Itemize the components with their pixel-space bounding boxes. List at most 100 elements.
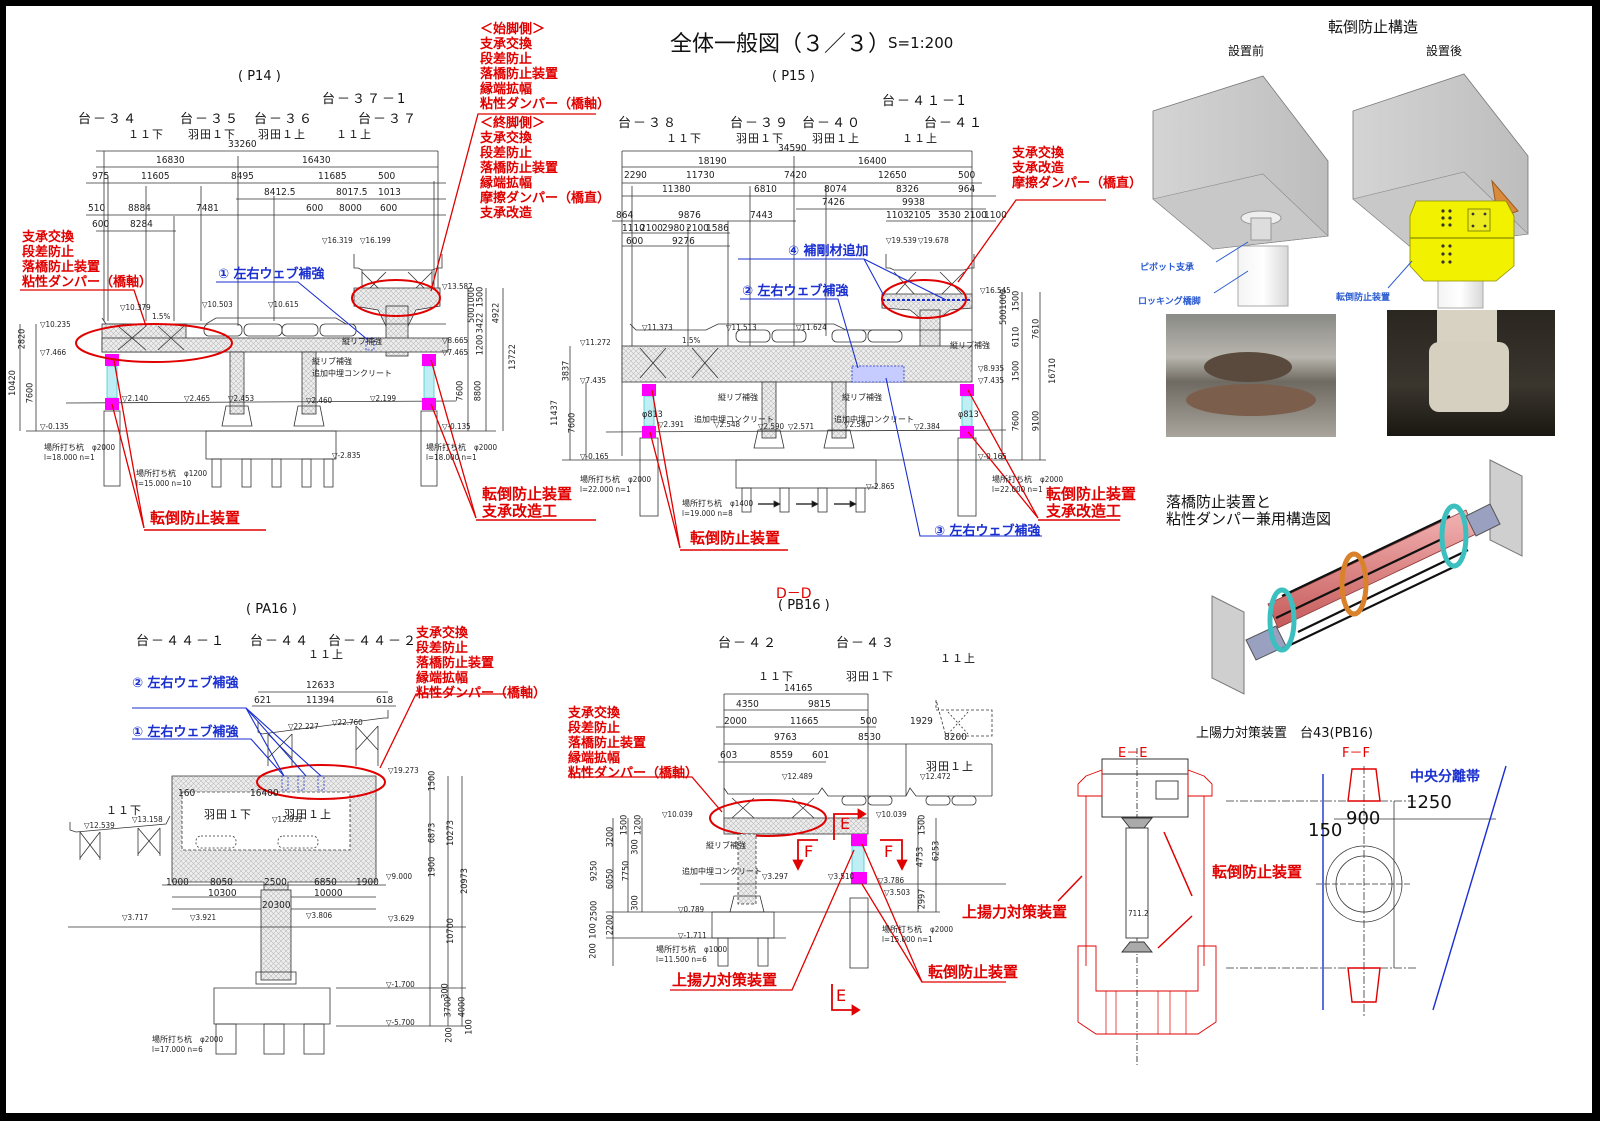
pa16-elev: ▽3.629 <box>388 914 415 923</box>
pa16-dim-side: 1500 <box>427 770 438 792</box>
p15-dim-side: 7600 <box>567 412 578 434</box>
p15-dim: 2105 <box>908 210 931 221</box>
pa16-dim: 1900 <box>356 877 379 888</box>
pa16-dim-side: 4000 <box>457 996 468 1018</box>
p14-dim: 11685 <box>318 171 347 182</box>
ff-dim-1250: 1250 <box>1406 792 1452 813</box>
p15-dim-side: 9100 <box>1031 410 1042 432</box>
p14-note: 追加中埋コンクリート <box>312 369 392 378</box>
pb16-dim-side: 2997 <box>917 888 928 910</box>
p14-pier-37-1: 台－３７－1 <box>322 92 408 107</box>
p14-tip-device-left: 転倒防止装置 <box>150 509 241 527</box>
p14-elev: ▽7.466 <box>40 348 67 357</box>
pb16-pile-note: 場所打ち杭 φ2000 <box>882 925 954 934</box>
p15-dim-side: 7610 <box>1031 318 1042 340</box>
callout-item: 粘性ダンパー（橋軸） <box>416 686 547 701</box>
p14-dim: 8884 <box>128 203 151 214</box>
p14-dim: 8017.5 <box>336 187 368 198</box>
p14-dim: 7481 <box>196 203 219 214</box>
pb16-drawing <box>568 693 1006 1016</box>
p15-dim: 500 <box>958 170 976 181</box>
p14-slope: 1.5% <box>152 312 171 321</box>
p15-dim-side: 3837 <box>561 360 572 382</box>
p15-elev: ▽-0.165 <box>978 452 1007 461</box>
callout-item: 落橋防止装置 <box>568 736 647 751</box>
ff-section-label: F－F <box>1342 746 1370 761</box>
p14-note: 縦リブ補強 <box>342 337 382 346</box>
p14-pile-note: l=18.000 n=1 <box>44 453 95 462</box>
pb16-dim: 2000 <box>724 716 747 727</box>
pb16-dim-side: 1500 <box>917 814 928 836</box>
damper-render <box>1211 459 1523 695</box>
p15-elev: ▽2.384 <box>914 422 941 431</box>
p15-dim-side: 16710 <box>1047 358 1058 384</box>
pa16-dim: 8050 <box>210 877 233 888</box>
pa16-section-label: ( PA16 ) <box>246 602 297 617</box>
tip-item: 支承改造工 <box>482 502 558 520</box>
pa16-dim-side: 10273 <box>445 820 456 846</box>
photo-after <box>1387 310 1555 436</box>
callout-item: 支承交換 <box>22 230 75 245</box>
p15-dim-side: 6110 <box>1011 326 1022 348</box>
p15-dim: 9938 <box>902 197 925 208</box>
ee-dim-711: 711.2 <box>1128 909 1149 918</box>
pb16-dim-side: 2500 <box>589 900 600 922</box>
ee-section-label: E－E <box>1118 746 1148 761</box>
p15-note: 縦リブ補強 <box>842 393 882 402</box>
uplift-ff-drawing <box>1226 765 1507 1016</box>
p15-pier-39: 台－３９ <box>730 116 791 131</box>
pa16-elev: ▽19.273 <box>388 766 419 775</box>
p14-elev: ▽2.465 <box>184 394 211 403</box>
damper-caption-line2: 粘性ダンパー兼用構造図 <box>1166 510 1332 528</box>
p15-elev: ▽2.571 <box>788 422 815 431</box>
pb16-dim: 8200 <box>944 732 967 743</box>
pa16-dim: 10000 <box>314 888 343 899</box>
p14-elev: ▽10.503 <box>202 300 233 309</box>
pb16-elev: ▽3.297 <box>762 872 789 881</box>
pb16-cut-e-top: E <box>840 814 851 833</box>
pa16-lane-haneda-down: 羽田１下 <box>204 808 252 821</box>
pb16-lane-11-up: １１上 <box>940 652 976 665</box>
p14-elev: ▽2.453 <box>228 394 255 403</box>
p15-dim: 7420 <box>784 170 807 181</box>
pa16-dim-side: 20973 <box>459 868 470 894</box>
p14-pile-note: l=15.000 n=10 <box>136 479 192 488</box>
p14-elev: ▽2.199 <box>370 394 397 403</box>
p15-pier-40: 台－４０ <box>802 116 863 131</box>
pb16-dim: 601 <box>812 750 830 761</box>
pb16-note: 追加中埋コンクリート <box>682 867 762 876</box>
pa16-dim: 12633 <box>306 680 335 691</box>
callout-item: 摩擦ダンパー（橋直） <box>480 191 611 206</box>
p15-elev: ▽-0.165 <box>580 452 609 461</box>
pa16-dim: 11394 <box>306 695 335 706</box>
p14-note: 縦リブ補強 <box>312 357 352 366</box>
p15-dim: 2100 <box>686 223 709 234</box>
p15-note: 追加中埋コンクリート <box>834 415 914 424</box>
p15-pier-38: 台－３８ <box>618 116 679 131</box>
pa16-elev: ▽22.760 <box>332 718 363 727</box>
pa16-pile-note: 場所打ち杭 φ2000 <box>152 1035 224 1044</box>
p15-elev: ▽11.272 <box>580 338 611 347</box>
p15-elev: ▽-2.865 <box>866 482 895 491</box>
p14-dim-side: 1200 <box>475 334 486 356</box>
p15-note: 縦リブ補強 <box>718 393 758 402</box>
p14-dim: 600 <box>380 203 398 214</box>
pa16-dim-side: 3700 <box>443 996 454 1018</box>
p15-elev: ▽2.580 <box>844 420 871 429</box>
p14-callout-start: ＜始脚側＞ 支承交換 段差防止 落橋防止装置 縁端拡幅 粘性ダンパー（橋軸） <box>480 22 610 112</box>
pb16-pile-note: l=15.000 n=1 <box>882 935 933 944</box>
pa16-elev: ▽3.717 <box>122 913 149 922</box>
p15-dim: 2100 <box>964 210 987 221</box>
pb16-cut-label: D－D <box>776 586 812 602</box>
p15-pier-41: 台－４１ <box>924 116 985 131</box>
callout-item: 支承交換 <box>568 706 621 721</box>
pb16-elev: ▽10.039 <box>876 810 907 819</box>
p14-dim-side: 7600 <box>455 380 466 402</box>
pb16-cut-e-bottom: E <box>836 986 847 1005</box>
p15-pile-note: l=22.000 n=1 <box>580 485 631 494</box>
p14-pier-35: 台－３５ <box>180 112 241 127</box>
pa16-web2-label: ② 左右ウェブ補強 <box>132 676 239 691</box>
p15-slope: 1.5% <box>682 336 701 345</box>
p14-dim: 11605 <box>141 171 170 182</box>
p15-elev: ▽7.435 <box>978 376 1005 385</box>
